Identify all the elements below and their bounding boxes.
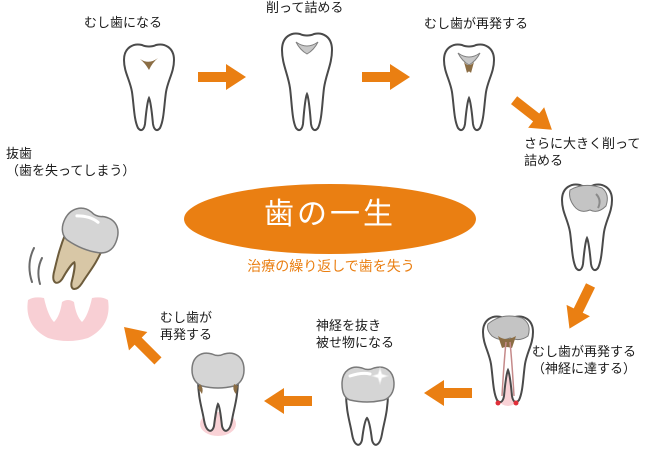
step-6-label-line-2: 被せ物になる: [316, 336, 395, 351]
step-6-label: 神経を抜き 被せ物になる: [316, 318, 394, 352]
step-1-label: むし歯になる: [84, 15, 162, 32]
step-1-label-line-1: むし歯になる: [84, 16, 163, 31]
arrow-step-4-to-5: [566, 283, 596, 329]
step-7-label: むし歯が 再発する: [160, 310, 212, 344]
arrow-step-5-to-6: [424, 380, 472, 406]
diagram-subtitle: 治療の繰り返しで歯を失う: [247, 259, 415, 275]
arrow-step-7-to-8: [124, 327, 162, 365]
step-5-label-line-2: （神経に達する）: [532, 362, 637, 377]
step-8-label-line-2: （歯を失ってしまう）: [6, 164, 136, 179]
step-2-label-line-1: 削って詰める: [266, 1, 344, 16]
arrow-step-2-to-3: [362, 64, 410, 90]
tooth-extraction-icon: [27, 207, 119, 341]
tooth-nerve-decay-icon: [481, 315, 535, 406]
tooth-small-filling-icon: [280, 32, 334, 132]
step-7-label-line-1: むし歯が: [160, 311, 213, 326]
tooth-small-cavity-icon: [122, 43, 176, 132]
step-4-label-line-1: さらに大きく削って: [524, 137, 641, 152]
step-8-label: 抜歯 （歯を失ってしまう）: [6, 146, 135, 180]
step-8-label-line-1: 抜歯: [6, 147, 33, 162]
step-6-label-line-1: 神経を抜き: [316, 319, 382, 334]
diagram-title: 歯の一生: [264, 197, 396, 232]
arrow-step-3-to-4: [511, 96, 552, 130]
step-3-label-line-1: むし歯が再発する: [424, 17, 529, 32]
step-5-label: むし歯が再発する （神経に達する）: [532, 344, 636, 378]
tooth-recurrent-cavity-icon: [442, 43, 496, 132]
tooth-large-filling-icon: [560, 183, 614, 272]
step-7-label-line-2: 再発する: [160, 328, 213, 343]
step-4-label: さらに大きく削って 詰める: [524, 136, 640, 170]
step-2-label: 削って詰める: [266, 0, 343, 17]
step-5-label-line-1: むし歯が再発する: [532, 345, 637, 360]
step-3-label: むし歯が再発する: [424, 16, 528, 33]
tooth-crown-icon: [341, 366, 395, 446]
arrow-step-6-to-7: [264, 388, 312, 414]
step-4-label-line-2: 詰める: [524, 154, 564, 169]
center-title-ellipse: [184, 184, 476, 254]
arrow-step-1-to-2: [198, 64, 246, 90]
tooth-crown-decay-icon: [191, 352, 245, 436]
